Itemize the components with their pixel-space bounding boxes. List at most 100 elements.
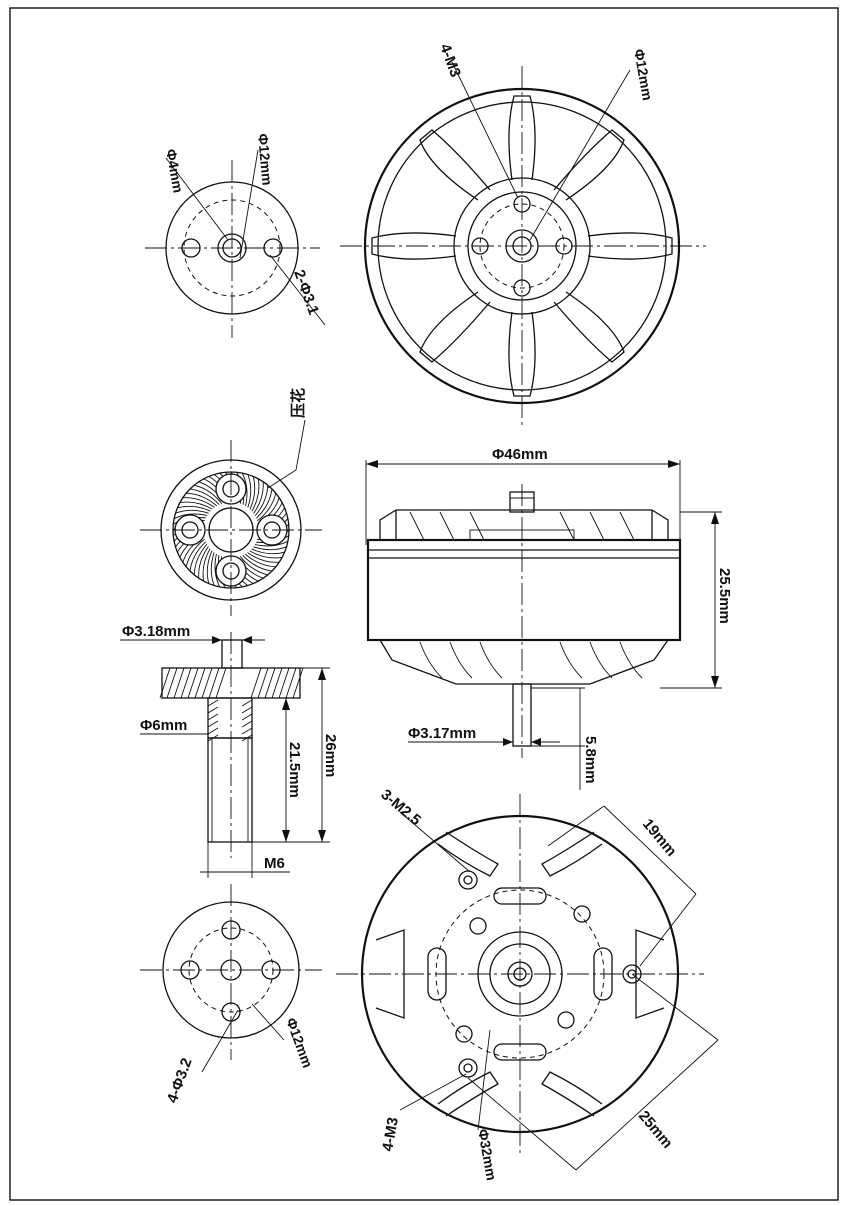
mount-phi12-label: Φ12mm [631,48,656,102]
prop-phi12-label: Φ12mm [255,133,275,186]
section-hatch [278,667,290,699]
knurl-line [193,543,208,575]
bell-rib [619,511,635,541]
motor-side-view [365,460,722,790]
section-hatch [201,667,213,699]
section-hatch [207,713,219,721]
section-hatch [159,667,171,699]
section-hatch [207,720,219,728]
adapter-phi12-label: Φ12mm [283,1016,316,1070]
knurl-line [175,509,209,514]
bell-rib [409,511,425,541]
knurl-line [202,548,211,582]
knurl-line [239,556,268,576]
adapter-shaft-label: Φ3.18mm [122,623,190,640]
knurl-line [194,484,223,504]
adapter-total-label: 26mm [322,734,339,777]
section-hatch [250,667,262,699]
bottom-3m25-label: 3-M2.5 [377,786,424,829]
prop-2phi31-label: 2-Φ3.1 [290,268,322,318]
knurl-line [247,552,280,563]
outer-dia-label: Φ46mm [492,446,548,463]
press-fit-label: 压花 [289,388,307,418]
knurl-line [179,501,213,510]
knurl-line [177,505,211,512]
knurl-line [206,550,213,584]
knurl-line [244,553,276,568]
section-hatch [271,667,283,699]
mount-4m3-label: 4-M3 [436,42,464,80]
section-hatch [215,667,227,699]
knurl-line [189,541,206,572]
knurl-line [185,538,205,567]
knurled-adapter-view [140,419,322,616]
stator-rib [419,641,443,679]
knurl-line [198,546,209,579]
knurl-line [241,472,248,507]
section-hatch [285,667,297,699]
adapter-len-label: 21.5mm [286,742,303,798]
section-hatch [241,713,253,721]
knurl-line [247,474,252,508]
bell-rib [559,511,575,541]
knurl-line [242,555,273,572]
shaft-len-label: 5.8mm [582,736,599,784]
knurl-line [256,488,273,519]
section-hatch [208,667,220,699]
bottom-4m3-label: 4-M3 [379,1116,402,1153]
bell-rib [589,511,605,541]
motor-top-view [340,61,706,426]
bell-rib [469,511,485,541]
bottom-19-label: 19mm [639,816,680,860]
knurl-line [182,497,215,508]
section-hatch [194,667,206,699]
knurl-line [173,513,208,520]
section-hatch [241,720,253,728]
prop-adapter-front-view [145,149,326,338]
bell-rib [439,511,455,541]
knurl-line [253,546,287,551]
stator-rib [619,641,643,679]
motor-bottom-view [336,794,719,1171]
knurl-line [249,476,256,510]
adapter-section-view [120,632,330,878]
adapter-thread-label: M6 [264,855,285,872]
knurl-line [249,550,283,559]
adapter-base-view [140,884,322,1073]
bottom-25-label: 25mm [635,1108,676,1152]
knurl-line [254,485,269,517]
knurl-line [251,478,260,512]
knurl-line [254,540,289,547]
section-hatch [292,667,304,699]
sheet-border [9,7,839,1201]
section-hatch [264,667,276,699]
knurl-line [189,488,220,505]
knurl-line [257,493,277,522]
knurl-line [210,552,215,586]
section-hatch [207,699,219,707]
section-hatch [241,706,253,714]
section-hatch [257,667,269,699]
knurl-line [251,548,285,555]
section-hatch [173,667,185,699]
knurl-line [214,553,221,588]
section-hatch [180,667,192,699]
knurl-line [253,481,264,514]
stator-rib [589,641,613,679]
section-hatch [241,727,253,735]
stator-rib [449,641,473,679]
stator-rib [479,641,503,679]
bottom-phi32-label: Φ32mm [475,1128,500,1182]
section-hatch [207,727,219,735]
prop-phi4-label: Φ4mm [163,148,186,194]
section-hatch [187,667,199,699]
shaft-dia-label: Φ3.17mm [408,725,476,742]
stator-rib [559,641,583,679]
adapter-4phi32-label: 4-Φ3.2 [164,1056,196,1106]
height-label: 25.5mm [716,568,733,624]
section-hatch [241,699,253,707]
section-hatch [207,706,219,714]
section-hatch [166,667,178,699]
knurl-line [186,492,218,507]
